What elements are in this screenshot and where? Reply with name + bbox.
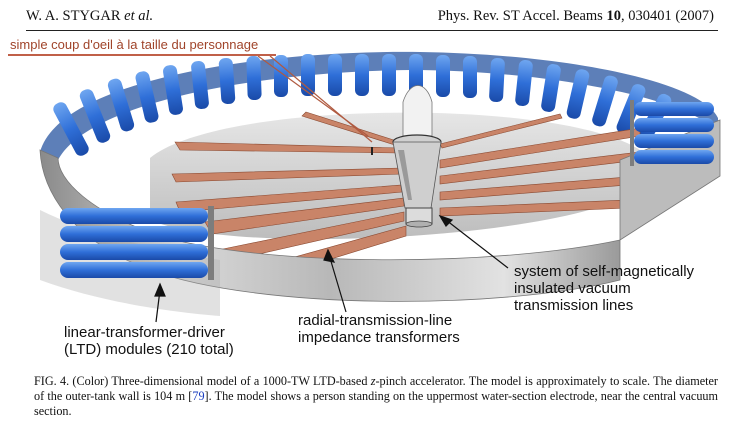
ltd-modules-right <box>630 100 714 166</box>
label-line: insulated vacuum <box>514 280 631 297</box>
journal-name: Phys. Rev. ST Accel. Beams <box>437 8 603 24</box>
person-figure <box>371 147 373 155</box>
label-line: linear-transformer-driver <box>64 324 225 341</box>
caption-text: ]. The model shows a person standing on … <box>34 389 718 418</box>
label-line: (LTD) modules (210 total) <box>64 341 234 358</box>
header-authors: W. A. STYGAR et al. <box>26 8 153 25</box>
authors-etal: et al. <box>124 8 154 24</box>
header-journal: Phys. Rev. ST Accel. Beams 10, 030401 (2… <box>438 8 714 25</box>
back-module-ring <box>53 54 672 156</box>
label-ltd-modules: linear-transformer-driver (LTD) modules … <box>64 324 234 358</box>
accelerator-figure <box>39 51 721 323</box>
journal-article: , 030401 (2007) <box>620 8 714 24</box>
label-line: system of self-magnetically <box>514 263 695 280</box>
central-vacuum-section <box>392 85 442 228</box>
page-header: W. A. STYGAR et al. Phys. Rev. ST Accel.… <box>26 8 714 28</box>
figure-caption: FIG. 4. (Color) Three-dimensional model … <box>34 374 718 419</box>
caption-text: FIG. 4. (Color) Three-dimensional model … <box>34 374 371 388</box>
annotation-text: simple coup d'oeil à la taille du person… <box>10 37 259 52</box>
annotation-underline <box>8 54 276 56</box>
label-line: impedance transformers <box>298 329 460 346</box>
header-rule <box>26 30 718 31</box>
label-line: transmission lines <box>514 297 634 314</box>
label-line: radial-transmission-line <box>298 312 453 329</box>
label-radial-transformers: radial-transmission-line impedance trans… <box>298 312 460 346</box>
annotation-arrow-2 <box>269 55 373 143</box>
label-vacuum-lines: system of self-magnetically insulated va… <box>514 263 694 314</box>
caption-italic-z: z <box>370 374 376 388</box>
caption-text: -pinch accelerator. The model is approxi… <box>34 374 718 403</box>
label-arrows <box>154 214 509 323</box>
reference-link[interactable]: 79 <box>192 389 205 403</box>
ltd-modules-left <box>60 206 214 280</box>
authors-text: W. A. STYGAR <box>26 8 121 24</box>
journal-volume: 10 <box>606 8 621 24</box>
